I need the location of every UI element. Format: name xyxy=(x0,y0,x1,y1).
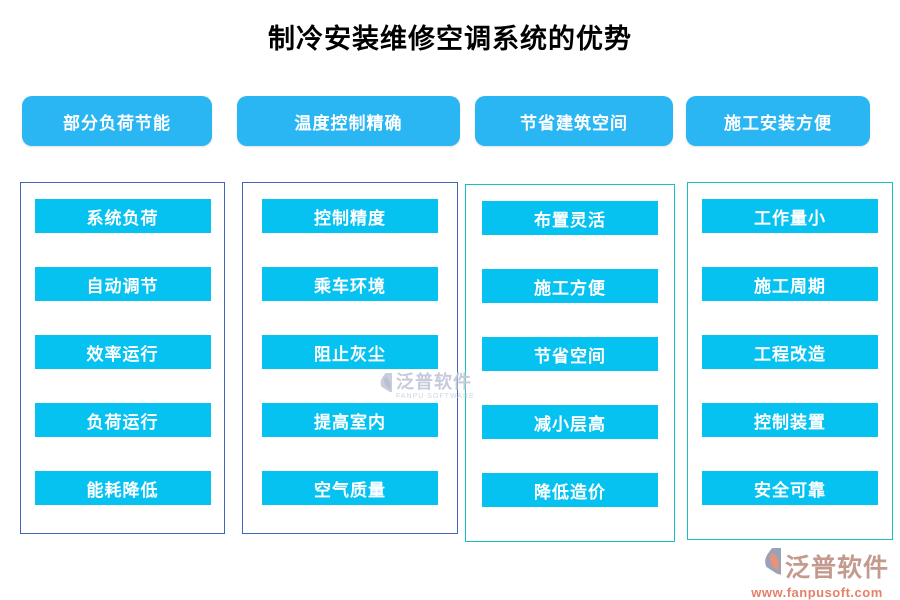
page-title: 制冷安装维修空调系统的优势 xyxy=(268,24,632,54)
column-3-item: 施工方便 xyxy=(482,269,658,303)
column-4-item: 安全可靠 xyxy=(702,471,878,505)
column-3-item: 降低造价 xyxy=(482,473,658,507)
column-1-item: 系统负荷 xyxy=(34,199,211,233)
column-2-item: 乘车环境 xyxy=(262,267,438,301)
watermark-subtitle: FANPU SOFTWARE xyxy=(396,393,475,400)
column-1-item: 效率运行 xyxy=(34,335,211,369)
column-box-4: 工作量小 施工周期 工程改造 控制装置 安全可靠 xyxy=(687,182,893,540)
column-3-item: 节省空间 xyxy=(482,337,658,371)
column-4-item: 工程改造 xyxy=(702,335,878,369)
column-1-item: 自动调节 xyxy=(34,267,211,301)
column-header-temp-control: 温度控制精确 xyxy=(237,96,460,146)
column-box-1: 系统负荷 自动调节 效率运行 负荷运行 能耗降低 xyxy=(20,182,225,534)
column-box-3: 布置灵活 施工方便 节省空间 减小层高 降低造价 xyxy=(465,184,675,542)
column-4-item: 工作量小 xyxy=(702,199,878,233)
column-2-item: 阻止灰尘 xyxy=(262,335,438,369)
column-header-easy-install: 施工安装方便 xyxy=(686,96,870,146)
column-header-energy-saving: 部分负荷节能 xyxy=(22,96,212,146)
fanpu-logo-icon xyxy=(765,548,781,575)
footer-brand-text: 泛普软件 xyxy=(785,554,890,582)
column-box-2: 控制精度 乘车环境 阻止灰尘 提高室内 空气质量 xyxy=(242,182,458,534)
center-watermark: 泛普软件 FANPU SOFTWARE xyxy=(366,373,475,400)
column-3-item: 减小层高 xyxy=(482,405,658,439)
column-header-space-saving: 节省建筑空间 xyxy=(475,96,673,146)
footer-brand: 泛普软件 www.fanpusoft.com xyxy=(745,548,889,600)
column-4-item: 施工周期 xyxy=(702,267,878,301)
footer-url-text: www.fanpusoft.com xyxy=(751,585,883,600)
column-4-item: 控制装置 xyxy=(702,403,878,437)
column-1-item: 能耗降低 xyxy=(34,471,211,505)
watermark-brand-text: 泛普软件 xyxy=(396,372,472,392)
column-2-item: 提高室内 xyxy=(262,403,438,437)
column-3-item: 布置灵活 xyxy=(482,201,658,235)
column-2-item: 控制精度 xyxy=(262,199,438,233)
column-1-item: 负荷运行 xyxy=(34,403,211,437)
column-2-item: 空气质量 xyxy=(262,471,438,505)
fanpu-logo-icon xyxy=(380,373,392,393)
